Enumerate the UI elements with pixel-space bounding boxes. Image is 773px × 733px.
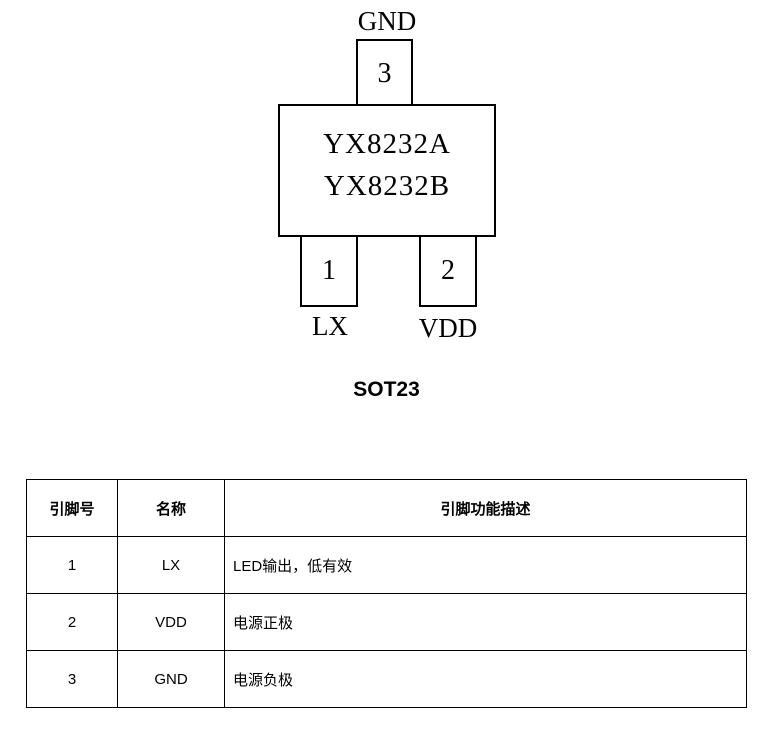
header-function: 引脚功能描述 <box>224 479 747 537</box>
chip-body: YX8232A YX8232B <box>278 104 496 237</box>
pin-2-label: VDD <box>418 313 478 343</box>
sot23-pinout-diagram: GND 3 YX8232A YX8232B 1 LX 2 VDD <box>0 0 773 360</box>
pin-1-label: LX <box>312 311 348 341</box>
row-pin-name: VDD <box>117 593 225 651</box>
row-pin-number: 3 <box>26 650 118 708</box>
row-pin-description: 电源负极 <box>224 650 747 708</box>
table-row: 1 LX LED输出，低有效 <box>26 536 747 594</box>
package-label: SOT23 <box>353 378 420 401</box>
chip-name-line-2: YX8232B <box>323 170 451 202</box>
row-pin-number: 1 <box>26 536 118 594</box>
chip-name-line-1: YX8232A <box>323 128 451 160</box>
row-pin-description: LED输出，低有效 <box>224 536 747 594</box>
pin-3-box: 3 <box>356 39 413 108</box>
row-pin-name: LX <box>117 536 225 594</box>
pin-2-box: 2 <box>419 235 477 307</box>
pin-3-label: GND <box>357 6 417 36</box>
row-pin-description: 电源正极 <box>224 593 747 651</box>
pin-description-table: 引脚号 名称 引脚功能描述 1 LX LED输出，低有效 2 VDD 电源正极 … <box>26 479 747 708</box>
header-name: 名称 <box>117 479 225 537</box>
table-header-row: 引脚号 名称 引脚功能描述 <box>26 479 747 537</box>
header-pin-number: 引脚号 <box>26 479 118 537</box>
table-row: 3 GND 电源负极 <box>26 650 747 708</box>
row-pin-number: 2 <box>26 593 118 651</box>
table-row: 2 VDD 电源正极 <box>26 593 747 651</box>
row-pin-name: GND <box>117 650 225 708</box>
pin-1-box: 1 <box>300 235 358 307</box>
